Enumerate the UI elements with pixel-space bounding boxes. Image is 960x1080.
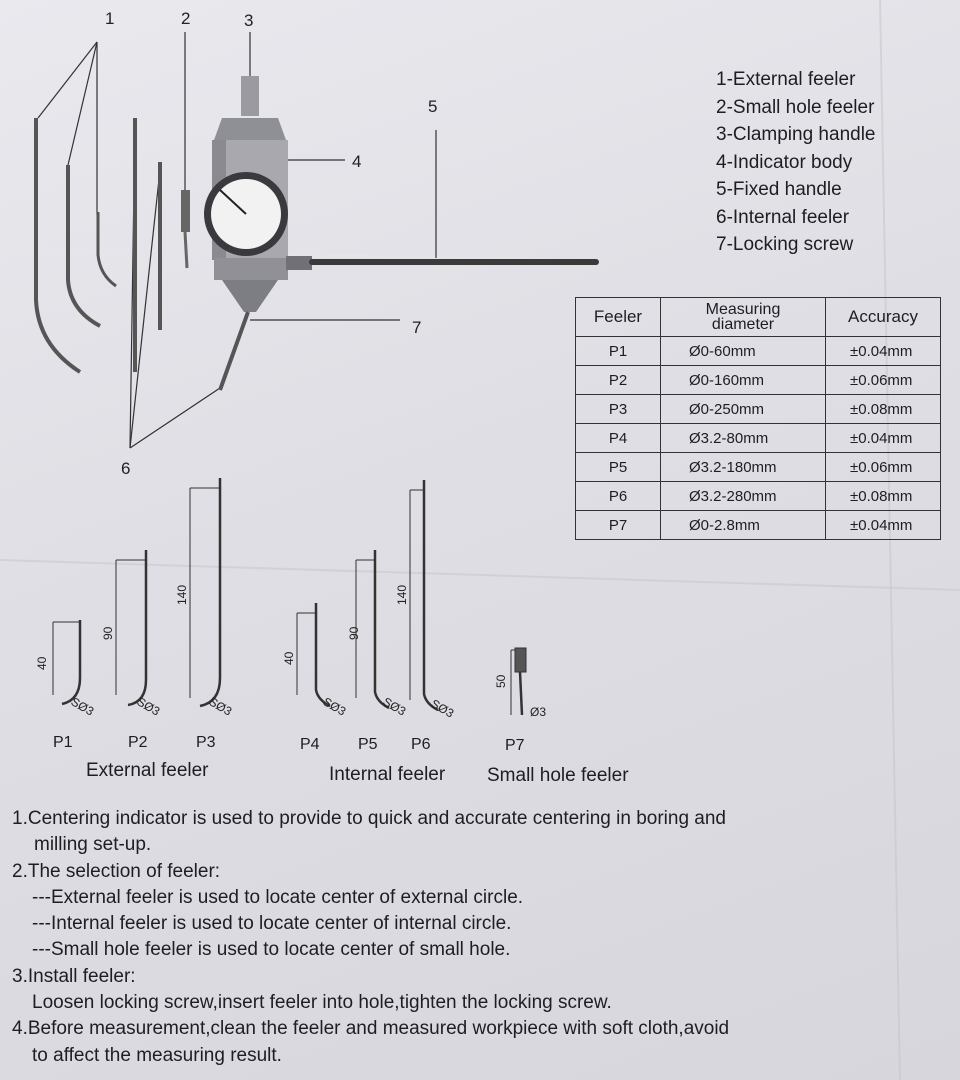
cell-feeler: P5 <box>575 452 661 482</box>
dim-p2: 90 <box>101 626 115 640</box>
tip-p4: SØ3 <box>321 694 349 718</box>
feeler-label-p1: P1 <box>53 734 73 751</box>
cell-diameter: Ø0-2.8mm <box>660 510 826 540</box>
callout-1: 1 <box>105 9 114 28</box>
tip-p1: SØ3 <box>69 694 97 718</box>
header-feeler: Feeler <box>575 297 661 337</box>
cell-diameter: Ø0-60mm <box>660 336 826 366</box>
feeler-label-p2: P2 <box>128 734 148 751</box>
callout-5: 5 <box>428 97 437 116</box>
instruction-line: ---External feeler is used to locate cen… <box>32 886 524 908</box>
table-row: P7 Ø0-2.8mm ±0.04mm <box>575 510 941 540</box>
instruction-line: to affect the measuring result. <box>32 1044 282 1066</box>
internal-feelers-illustration <box>133 118 162 372</box>
dim-p3: 140 <box>175 585 189 605</box>
callout-6: 6 <box>121 459 130 478</box>
feeler-label-p3: P3 <box>196 734 216 751</box>
cell-feeler: P6 <box>575 481 661 511</box>
cell-accuracy: ±0.06mm <box>825 452 941 482</box>
legend-item: 3-Clamping handle <box>716 124 876 145</box>
cell-diameter: Ø3.2-280mm <box>660 481 826 511</box>
tip-p5: SØ3 <box>381 694 409 718</box>
cell-feeler: P3 <box>575 394 661 424</box>
cell-feeler: P1 <box>575 336 661 366</box>
callout-2: 2 <box>181 9 190 28</box>
cell-feeler: P7 <box>575 510 661 540</box>
cell-diameter: Ø3.2-180mm <box>660 452 826 482</box>
table-row: P2 Ø0-160mm ±0.06mm <box>575 365 941 395</box>
indicator-assembly <box>204 76 599 391</box>
cell-accuracy: ±0.08mm <box>825 394 941 424</box>
tip-p6: SØ3 <box>429 696 457 720</box>
legend-item: 5-Fixed handle <box>716 179 842 200</box>
header-accuracy: Accuracy <box>825 297 941 337</box>
legend-item: 4-Indicator body <box>716 151 853 173</box>
instruction-line: 2.The selection of feeler: <box>12 860 221 882</box>
centering-indicator-diagram: 1 2 3 4 5 6 7 <box>34 9 599 721</box>
cell-diameter: Ø0-160mm <box>660 365 826 395</box>
instruction-line: 3.Install feeler: <box>12 965 136 987</box>
legend-item: 6-Internal feeler <box>716 206 850 228</box>
tip-p2: SØ3 <box>135 694 163 718</box>
legend-item: 1-External feeler <box>716 69 856 90</box>
instruction-line: ---Internal feeler is used to locate cen… <box>32 913 512 935</box>
dim-p1: 40 <box>35 656 49 670</box>
callout-7: 7 <box>412 318 421 337</box>
group-label-internal: Internal feeler <box>329 764 446 785</box>
callout-4: 4 <box>352 152 361 171</box>
feeler-spec-table: Feeler Measuring diameter Accuracy P1 Ø0… <box>575 297 941 540</box>
dim-p5: 90 <box>347 626 361 640</box>
tip-p7: Ø3 <box>530 705 546 719</box>
cell-diameter: Ø3.2-80mm <box>660 423 826 453</box>
cell-accuracy: ±0.04mm <box>825 510 941 540</box>
feeler-label-p4: P4 <box>300 736 320 753</box>
table-row: P5 Ø3.2-180mm ±0.06mm <box>575 452 941 482</box>
instruction-line: ---Small hole feeler is used to locate c… <box>32 939 511 961</box>
instruction-line: milling set-up. <box>34 834 152 856</box>
table-row: P1 Ø0-60mm ±0.04mm <box>575 336 941 366</box>
table-header-row: Feeler Measuring diameter Accuracy <box>575 297 941 337</box>
cell-feeler: P2 <box>575 365 661 395</box>
cell-accuracy: ±0.08mm <box>825 481 941 511</box>
instruction-line: 4.Before measurement,clean the feeler an… <box>12 1018 730 1040</box>
instructions-text: 1.Centering indicator is used to provide… <box>12 806 912 1069</box>
table-row: P6 Ø3.2-280mm ±0.08mm <box>575 481 941 511</box>
legend-item: 7-Locking screw <box>716 234 854 255</box>
feeler-label-p7: P7 <box>505 737 525 754</box>
cell-diameter: Ø0-250mm <box>660 394 826 424</box>
tip-p3: SØ3 <box>207 694 235 718</box>
feeler-dimension-drawings <box>52 478 527 716</box>
header-measuring-line2: diameter <box>711 316 775 333</box>
external-feelers-illustration <box>34 118 117 374</box>
callout-3: 3 <box>244 11 253 30</box>
table-row: P3 Ø0-250mm ±0.08mm <box>575 394 941 424</box>
part-legend: 1-External feeler 2-Small hole feeler 3-… <box>716 66 876 259</box>
table-row: P4 Ø3.2-80mm ±0.04mm <box>575 423 941 453</box>
group-label-small-hole: Small hole feeler <box>487 765 629 786</box>
feeler-label-p5: P5 <box>358 736 378 753</box>
dim-p4: 40 <box>282 651 296 665</box>
group-label-external: External feeler <box>86 760 209 781</box>
cell-feeler: P4 <box>575 423 661 453</box>
small-hole-feeler-illustration <box>181 190 190 269</box>
cell-accuracy: ±0.04mm <box>825 336 941 366</box>
cell-accuracy: ±0.04mm <box>825 423 941 453</box>
cell-accuracy: ±0.06mm <box>825 365 941 395</box>
instruction-line: 1.Centering indicator is used to provide… <box>12 808 726 829</box>
legend-item: 2-Small hole feeler <box>716 96 875 118</box>
header-measuring-line1: Measuring <box>705 301 781 318</box>
feeler-label-p6: P6 <box>411 736 431 753</box>
dim-p6: 140 <box>395 585 409 605</box>
instruction-line: Loosen locking screw,insert feeler into … <box>32 992 612 1014</box>
dim-p7: 50 <box>494 674 508 688</box>
header-measuring-diameter: Measuring diameter <box>660 297 826 337</box>
